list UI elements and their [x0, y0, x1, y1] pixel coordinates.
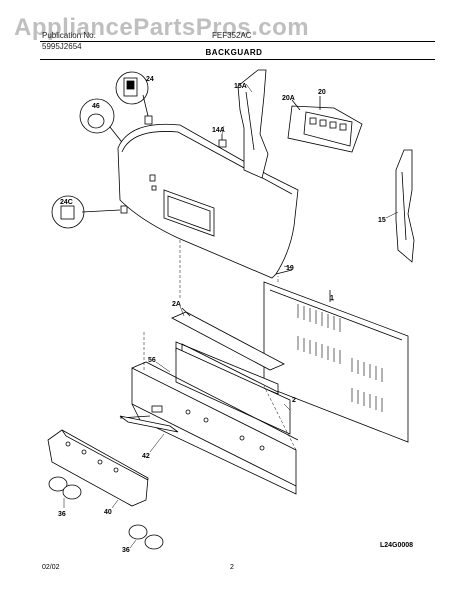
callout-2: 2 [292, 397, 296, 404]
part-24c-switch [51, 195, 128, 229]
header-rule-bottom [40, 59, 435, 60]
section-title: BACKGUARD [205, 48, 263, 57]
callout-15a: 15A [234, 83, 247, 90]
part-2a-strip [171, 307, 285, 371]
callout-24c: 24C [60, 199, 73, 206]
model-number: FEF352AC [212, 31, 252, 40]
callout-20: 20 [318, 89, 326, 96]
part-40-manifold-panel [47, 429, 149, 507]
callout-15: 15 [378, 217, 386, 224]
callout-56: 56 [148, 357, 156, 364]
part-15-end-cap [395, 149, 415, 263]
part-20-clock-control [287, 96, 363, 153]
part-14a-clip [218, 134, 227, 148]
callout-36-left: 36 [58, 511, 66, 518]
callout-36-bottom: 36 [122, 547, 130, 554]
part-36-knobs-bottom [128, 524, 164, 550]
footer-page-number: 2 [230, 564, 234, 571]
callout-2a: 2A [172, 301, 181, 308]
callout-1: 1 [330, 295, 334, 302]
part-15a-end-cap [237, 69, 269, 179]
publication-label: Publication No. [42, 31, 96, 40]
part-1-rear-panel [263, 281, 409, 443]
part-42-lower-panel [119, 361, 299, 495]
diagram-code: L24G0008 [380, 542, 414, 549]
callout-46: 46 [92, 103, 100, 110]
callout-24: 24 [146, 76, 154, 83]
callout-14a: 14A [212, 127, 225, 134]
watermark: AppliancePartsPros.com [14, 14, 310, 41]
callout-40: 40 [104, 509, 112, 516]
publication-number: 5995J2654 [42, 42, 82, 51]
footer-date: 02/02 [42, 564, 60, 571]
callout-20a: 20A [282, 95, 295, 102]
part-36-knobs-left [48, 476, 82, 500]
part-19-backguard-console [117, 123, 299, 279]
callout-42: 42 [142, 453, 150, 460]
assembly-guide-lines [143, 240, 297, 451]
part-24-switch [115, 71, 153, 125]
part-2-insulation-panel [175, 347, 291, 435]
callout-19: 19 [286, 265, 294, 272]
header-rule-top [40, 41, 435, 42]
leader-lines [63, 83, 399, 549]
